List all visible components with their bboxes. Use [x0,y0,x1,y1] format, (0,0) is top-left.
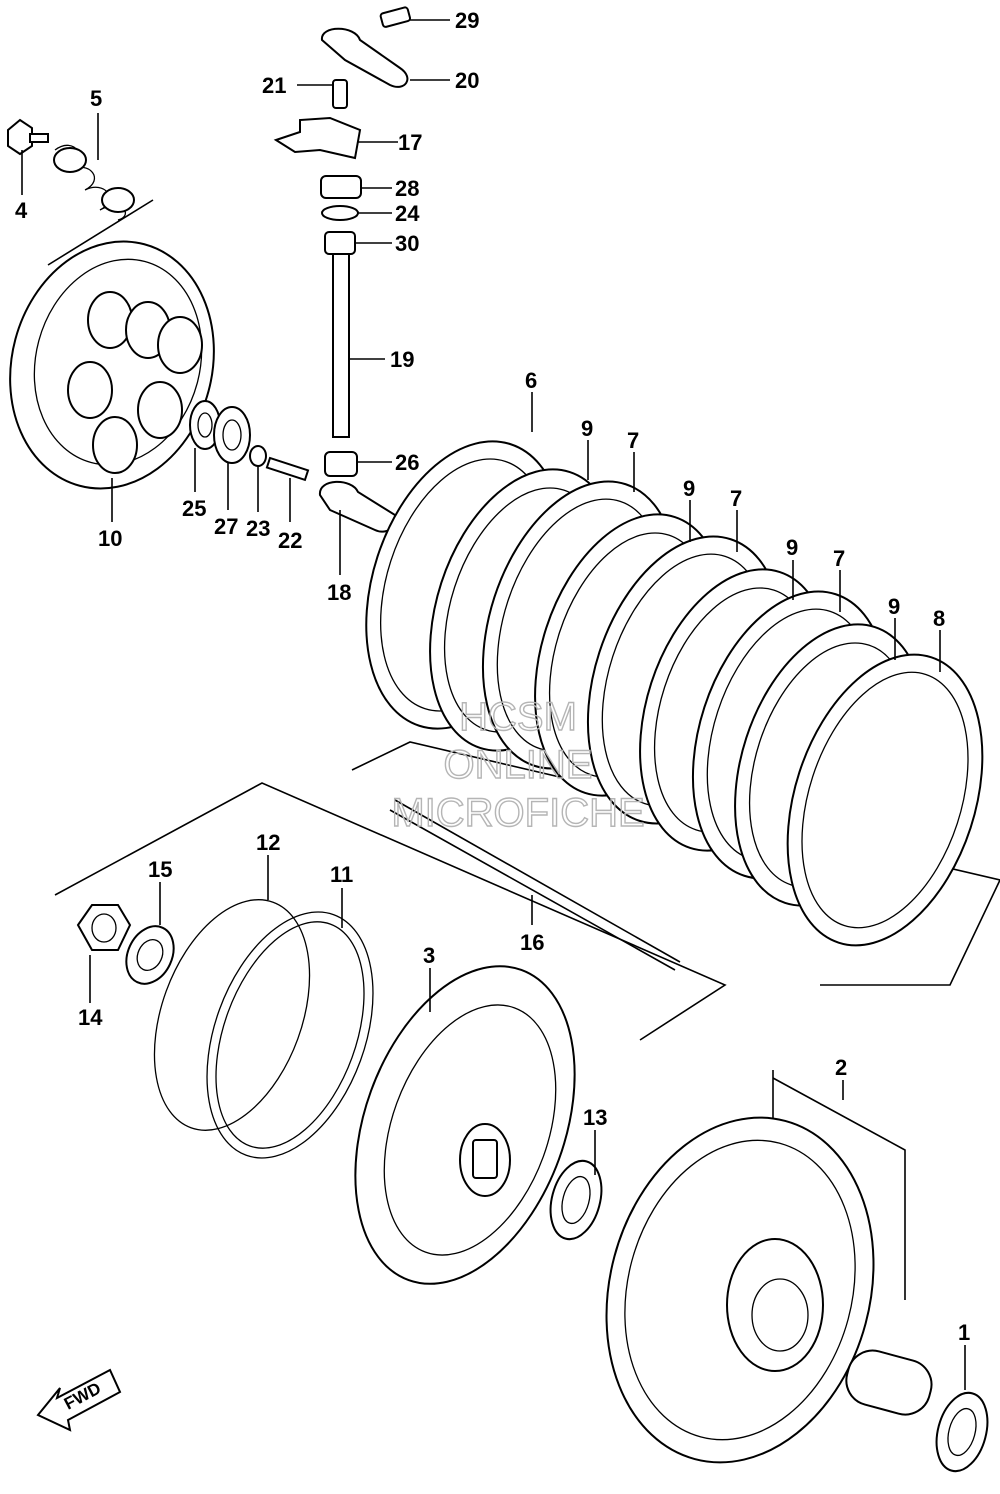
callout-9c: 9 [786,535,798,560]
callout-27: 27 [214,514,238,539]
push-rod-16 [389,799,681,971]
callout-14: 14 [78,1005,103,1030]
watermark: HCSM ONLINE MICROFICHE [391,694,646,835]
lock-washer-15 [125,925,175,985]
spacer [845,1349,933,1416]
callout-24: 24 [395,201,420,226]
washer-1 [935,1391,989,1473]
callout-22: 22 [278,528,302,553]
bracket-hub-group [54,782,727,1041]
callout-8: 8 [933,606,945,631]
spring-ring-11 [206,911,374,1159]
watermark-line-3: MICROFICHE [391,791,644,835]
callout-6: 6 [525,368,537,393]
callout-9a: 9 [581,416,593,441]
clutch-sleeve-hub-3 [354,965,576,1285]
callout-10: 10 [98,526,122,551]
callout-21: 21 [262,73,286,98]
callout-18: 18 [327,580,351,605]
thrust-washer-13 [549,1159,603,1241]
callout-30: 30 [395,231,419,256]
leader-lines [21,19,966,1390]
callout-7b: 7 [730,486,742,511]
callout-13: 13 [583,1105,607,1130]
callout-4: 4 [15,198,28,223]
bearing-28 [320,175,362,199]
plate-17 [273,116,362,160]
washer-24 [321,205,359,221]
callout-25: 25 [182,496,206,521]
callout-7a: 7 [627,428,639,453]
callout-26: 26 [395,450,419,475]
callout-9d: 9 [888,594,900,619]
bracket-housing-2 [772,1077,906,1300]
release-shaft-19 [332,241,350,438]
bearing-26 [324,451,358,477]
callout-5: 5 [90,86,102,111]
callout-20: 20 [455,68,479,93]
callout-17: 17 [398,130,422,155]
callout-3: 3 [423,943,435,968]
push-piece-18 [319,480,397,533]
spring-bolt [7,118,49,156]
watermark-line-2: ONLINE [444,743,593,787]
callout-11: 11 [330,862,353,887]
bolt-21 [332,79,348,109]
fwd-arrow-icon: FWD [36,1368,122,1432]
bracket-plates [351,741,1000,986]
callout-23: 23 [246,516,270,541]
bracket-pressure-plate [47,199,154,266]
callout-2: 2 [835,1055,847,1080]
adjust-screw-22 [265,456,310,482]
callout-9b: 9 [683,476,695,501]
callout-16: 16 [520,930,544,955]
clutch-spring [53,144,135,221]
pressure-plate [9,240,215,490]
center-nut-14 [76,904,132,951]
clutch-plate-stack [365,440,984,947]
callout-29: 29 [455,8,479,33]
watermark-line-1: HCSM [459,695,577,739]
needle-bearing-30 [324,231,356,255]
lever-bolt-29 [379,6,411,28]
callout-15: 15 [148,857,172,882]
callout-28: 28 [395,176,419,201]
release-lever-20 [321,27,409,88]
thrust-bearing-27 [213,406,251,464]
callout-1: 1 [958,1320,970,1345]
primary-driven-gear-2 [605,1116,875,1464]
callout-7c: 7 [833,546,845,571]
wire-ring-12 [153,899,311,1131]
callout-19: 19 [390,347,414,372]
nut-23 [249,445,267,467]
callout-12: 12 [256,830,280,855]
